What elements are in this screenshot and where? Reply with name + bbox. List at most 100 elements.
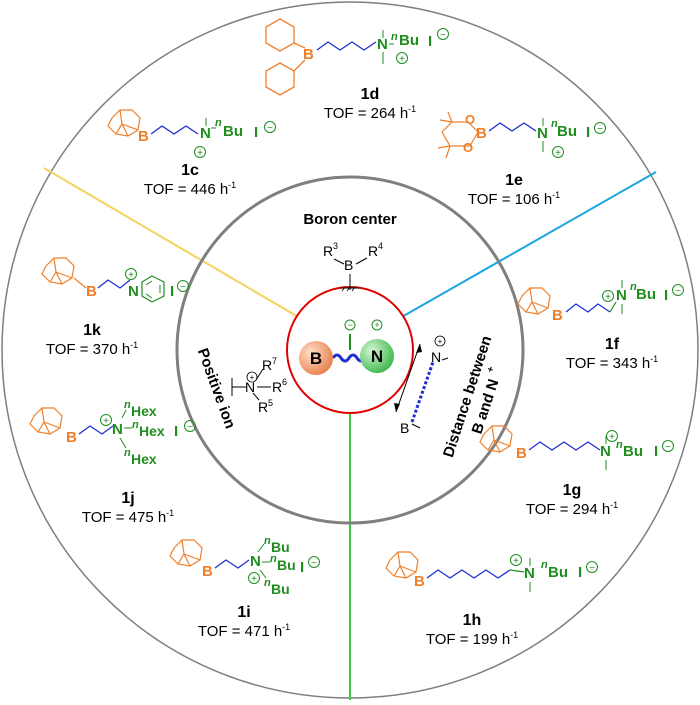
compound-id: 1f xyxy=(604,336,620,353)
1j-nitrogen: N xyxy=(112,421,123,438)
1i-nitrogen: N xyxy=(250,553,261,570)
distance-graphic: B N + xyxy=(394,335,449,436)
1c-boron: B xyxy=(138,128,149,145)
r6-sub: 6 xyxy=(282,377,287,387)
1d-n-prefix: n xyxy=(391,31,398,43)
1e-oxygen-2: O xyxy=(463,140,473,155)
1d-butyl: Bu xyxy=(399,32,419,49)
r7-label: R xyxy=(262,357,272,373)
1c-minus: − xyxy=(267,123,273,134)
tof-value: TOF = 471 h-1 xyxy=(184,622,304,640)
1i-n-prefix-1: n xyxy=(264,535,271,547)
structure-1j: B N + n Hex n Hex n Hex I − xyxy=(29,399,196,467)
r5-label: R xyxy=(258,399,268,415)
dist-n-label: N xyxy=(431,349,441,365)
tof-exponent: -1 xyxy=(228,180,237,190)
1d-nitrogen: N xyxy=(377,36,388,53)
1i-butyl-3: Bu xyxy=(271,581,290,597)
label-1e: 1e TOF = 106 h-1 xyxy=(454,172,574,208)
1i-butyl-1: Bu xyxy=(271,539,290,555)
wavy-bond xyxy=(331,353,367,363)
middle-circle xyxy=(175,175,525,525)
tof-value: TOF = 294 h-1 xyxy=(512,500,632,518)
1e-n-prefix: n xyxy=(551,118,558,130)
1g-plus: + xyxy=(609,432,615,443)
1g-minus: − xyxy=(665,442,671,453)
tof-exponent: -1 xyxy=(408,104,417,114)
plus-charge xyxy=(371,319,383,331)
1c-butyl: Bu xyxy=(223,123,243,140)
tof-value: TOF = 446 h-1 xyxy=(130,180,250,198)
1h-boron: B xyxy=(414,573,425,590)
compound-id: 1c xyxy=(181,162,199,179)
1j-n-prefix-3: n xyxy=(124,447,131,459)
1i-boron: B xyxy=(202,563,213,580)
label-1f: 1f TOF = 343 h-1 xyxy=(552,336,672,372)
r4-sub: 4 xyxy=(378,241,383,251)
1d-iodide: I xyxy=(428,33,432,50)
cyan-divider xyxy=(399,171,657,319)
1i-butyl-2: Bu xyxy=(277,557,296,573)
1i-minus: − xyxy=(311,558,317,569)
1f-plus: + xyxy=(605,292,611,303)
compound-id: 1g xyxy=(562,482,582,499)
r3-label: R xyxy=(323,243,333,259)
1j-hexyl-2: Hex xyxy=(139,423,165,439)
label-1j: 1j TOF = 475 h-1 xyxy=(68,490,188,526)
1f-boron: B xyxy=(552,307,563,324)
r6-label: R xyxy=(272,379,282,395)
tof-text: TOF = 106 h xyxy=(467,191,553,208)
tof-value: TOF = 343 h-1 xyxy=(552,354,672,372)
1i-n-prefix-2: n xyxy=(270,553,277,565)
1h-minus: − xyxy=(589,563,595,574)
tof-value: TOF = 475 h-1 xyxy=(68,508,188,526)
1d-plus: + xyxy=(399,54,405,65)
1e-minus: − xyxy=(597,124,603,135)
yellow-divider xyxy=(43,167,301,319)
distance-label-sup: + xyxy=(485,365,497,374)
minus-charge xyxy=(344,319,356,331)
1k-plus: + xyxy=(128,270,134,281)
minus-charge-sign: − xyxy=(347,320,352,330)
1c-n-prefix: n xyxy=(215,117,222,129)
1j-minus: − xyxy=(187,422,193,433)
n-ball-label: N xyxy=(371,347,383,366)
tof-value: TOF = 106 h-1 xyxy=(454,190,574,208)
tof-exponent: -1 xyxy=(130,340,139,350)
1c-nitrogen: N xyxy=(200,125,211,142)
1h-nitrogen: N xyxy=(524,565,535,582)
b-ball-label: B xyxy=(310,349,322,368)
boron-substituents: R 3 B R 4 xyxy=(323,241,383,292)
1h-plus: + xyxy=(513,556,519,567)
compound-id: 1j xyxy=(121,490,135,507)
tof-text: TOF = 471 h xyxy=(197,623,283,640)
b-ball xyxy=(299,341,333,375)
compound-id: 1h xyxy=(462,612,482,629)
1e-boron: B xyxy=(476,125,487,142)
label-1k: 1k TOF = 370 h-1 xyxy=(32,322,152,358)
dist-n-charge: + xyxy=(438,337,443,346)
1f-minus: − xyxy=(675,286,681,297)
structure-1i: B N + n Bu n Bu n Bu I − xyxy=(169,535,320,597)
tof-exponent: -1 xyxy=(650,354,659,364)
ammonium-charge: + xyxy=(250,373,255,382)
1f-nitrogen: N xyxy=(616,287,627,304)
1g-iodide: I xyxy=(654,443,658,460)
1i-iodide: I xyxy=(300,559,304,576)
1g-butyl: Bu xyxy=(623,443,643,460)
1d-minus: − xyxy=(440,30,446,41)
1g-nitrogen: N xyxy=(600,443,611,460)
1e-plus: + xyxy=(555,148,561,159)
1j-boron: B xyxy=(66,429,77,446)
1j-iodide: I xyxy=(174,423,178,440)
1i-plus: + xyxy=(251,574,257,585)
tof-exponent: -1 xyxy=(166,508,175,518)
tof-exponent: -1 xyxy=(510,630,519,640)
tof-text: TOF = 294 h xyxy=(525,501,611,518)
1e-oxygen-1: O xyxy=(465,112,475,127)
r3-sub: 3 xyxy=(333,241,338,251)
compound-id: 1i xyxy=(237,604,251,621)
tof-text: TOF = 446 h xyxy=(143,181,229,198)
